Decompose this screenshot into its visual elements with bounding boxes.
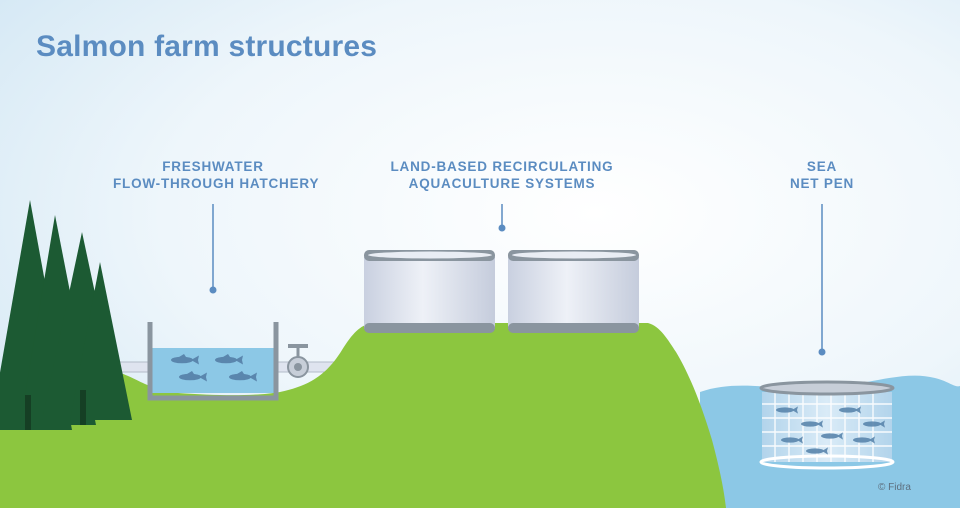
label-hatchery-line2: FLOW-THROUGH HATCHERY	[113, 176, 320, 191]
label-netpen-line1: SEA	[806, 159, 838, 174]
net-pen	[759, 380, 895, 470]
label-netpen-line2: NET PEN	[789, 176, 855, 191]
hatchery-tank	[147, 322, 279, 401]
ground-hill	[0, 323, 726, 508]
ras-tank-right	[508, 250, 639, 333]
label-hatchery-line1: FRESHWATER	[162, 159, 264, 174]
label-ras-line1: LAND-BASED RECIRCULATING	[390, 159, 614, 174]
forest-trees	[0, 200, 132, 430]
label-hatchery: FRESHWATER FLOW-THROUGH HATCHERY	[113, 158, 320, 192]
ras-tank-left	[364, 250, 495, 333]
label-ras: LAND-BASED RECIRCULATING AQUACULTURE SYS…	[382, 158, 622, 192]
label-ras-line2: AQUACULTURE SYSTEMS	[408, 176, 596, 191]
label-netpen: SEA NET PEN	[772, 158, 872, 192]
inflow-pipe	[117, 361, 151, 373]
hatchery-valve	[287, 344, 309, 378]
label-pointers	[209, 204, 826, 356]
diagram-title: Salmon farm structures	[36, 30, 378, 63]
credit-text: © Fidra	[878, 482, 911, 493]
